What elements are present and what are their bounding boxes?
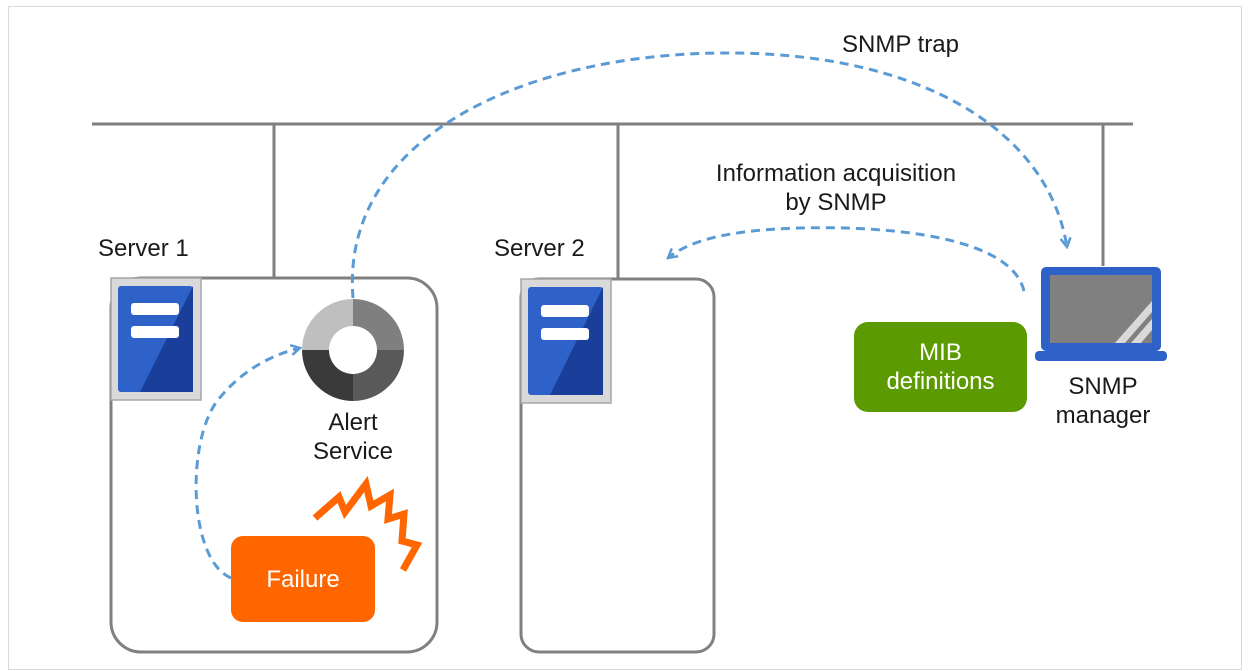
- failure-label: Failure: [266, 565, 340, 593]
- alert-service-icon: [302, 299, 404, 401]
- server1-label: Server 1: [98, 235, 189, 262]
- laptop-icon: [1035, 267, 1167, 361]
- alert-service-line2: Service: [312, 438, 394, 465]
- failure-box: [231, 536, 375, 622]
- snmp-manager-line1: SNMP: [1068, 373, 1138, 400]
- server-icon: [110, 277, 202, 401]
- snmp-manager-line2: manager: [1055, 402, 1151, 429]
- snmp-manager-label: SNMP manager: [1040, 372, 1166, 430]
- lightning-icon: [312, 475, 423, 572]
- mib-line1: MIB: [919, 339, 962, 366]
- server2-label: Server 2: [494, 235, 585, 262]
- acquisition-line1: Information acquisition: [715, 160, 957, 187]
- alert-service-label: Alert Service: [296, 408, 410, 466]
- arrows: [194, 51, 1067, 580]
- network-bus: [92, 122, 1133, 279]
- diagram-frame: [8, 6, 1242, 670]
- acquisition-label: Information acquisition by SNMP: [690, 159, 982, 217]
- mib-label: MIB definitions: [854, 322, 1027, 412]
- mib-line2: definitions: [886, 368, 995, 395]
- mib-box: [854, 322, 1027, 412]
- server-icon: [520, 278, 612, 404]
- snmp-trap-label: SNMP trap: [842, 31, 959, 58]
- failure-to-alert-arrow: [194, 348, 300, 580]
- acquisition-line2: by SNMP: [785, 189, 887, 216]
- acquisition-arrow: [668, 226, 1026, 292]
- alert-service-line1: Alert: [328, 409, 378, 436]
